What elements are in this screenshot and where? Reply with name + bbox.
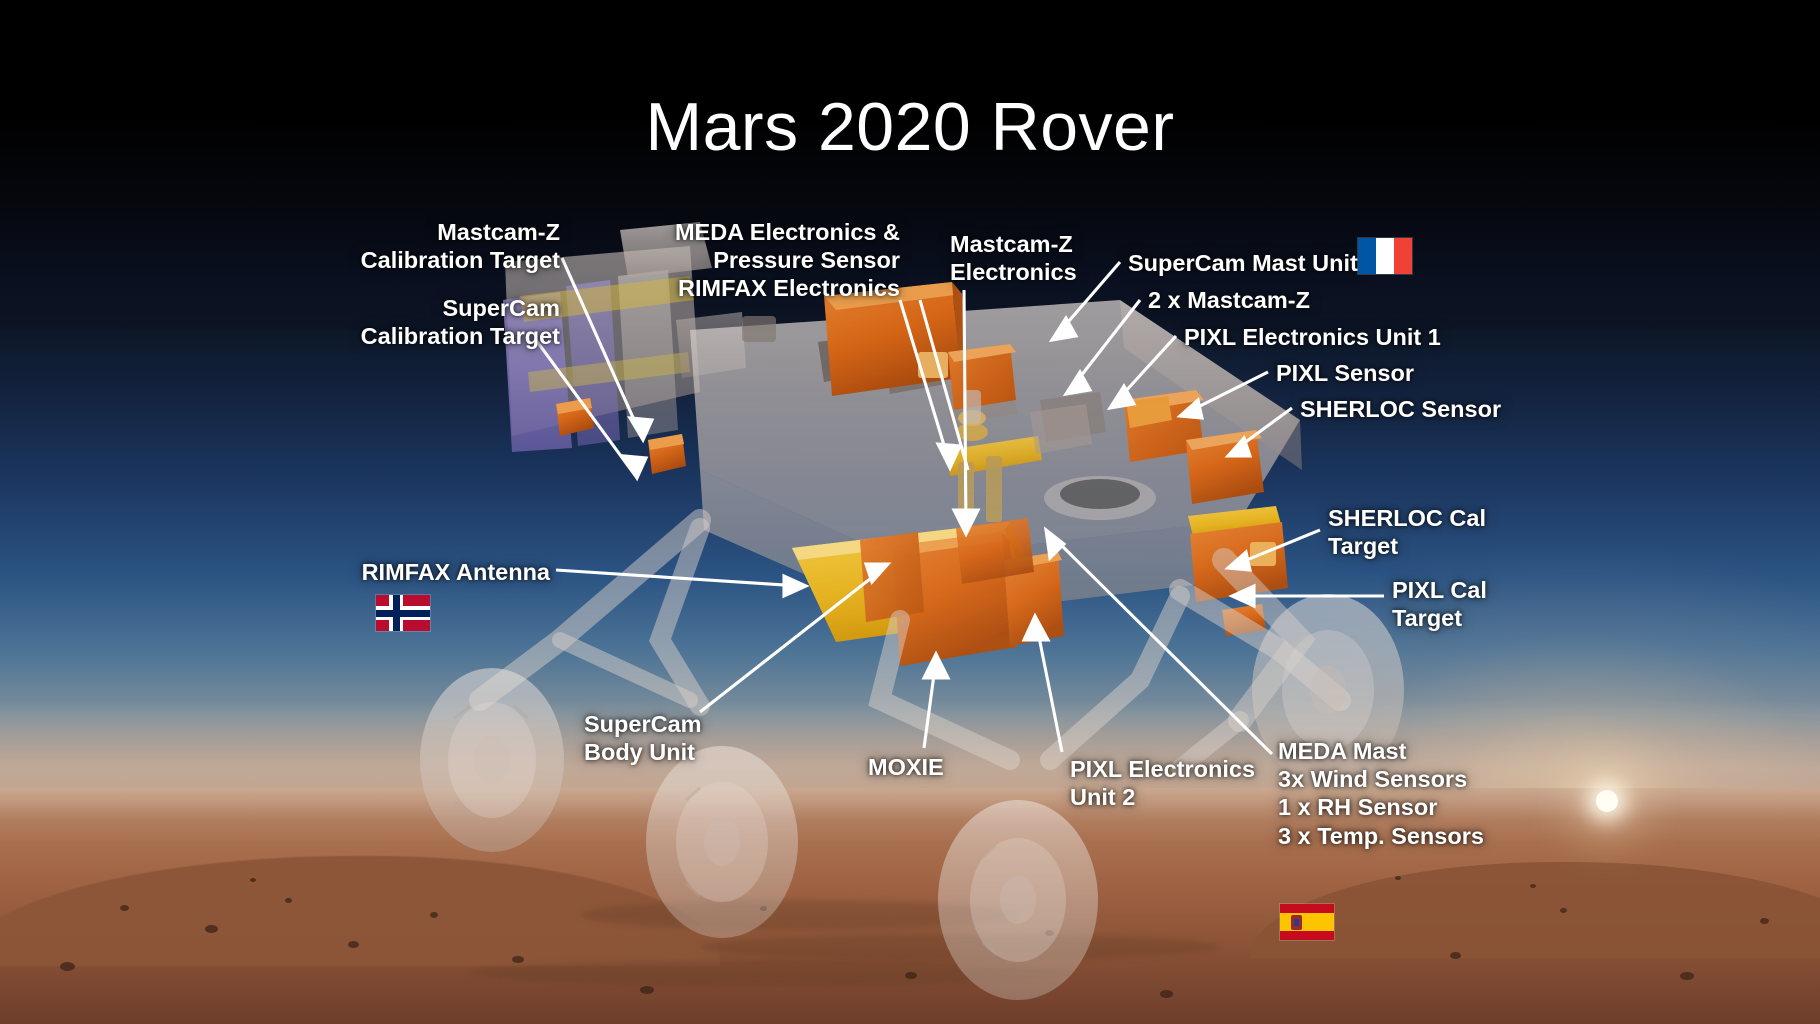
arrow-sherloc-sensor [1224, 434, 1253, 458]
callout-mastcam-z-calibration-target: Mastcam-Z Calibration Target [360, 219, 560, 274]
arrow-supercam-cal-target [621, 454, 649, 482]
rover-chassis [420, 222, 1404, 1000]
callout-pixl-cal-target: PIXL Cal Target [1392, 577, 1487, 632]
instrument-supercam-body-unit [860, 532, 924, 622]
page-title: Mars 2020 Rover [645, 89, 1175, 165]
callout-sherloc-sensor: SHERLOC Sensor [1300, 396, 1502, 422]
callout-meda-mast: MEDA Mast 3x Wind Sensors 1 x RH Sensor … [1278, 738, 1484, 849]
callout-sherloc-cal-target: SHERLOC Cal Target [1328, 505, 1486, 560]
arrow-mastcam-z-cal-target [627, 416, 655, 444]
instrument-pixl-cal-target [1222, 604, 1266, 636]
callout-mastcam-z-electronics: Mastcam-Z Electronics [950, 231, 1077, 286]
callout-supercam-calibration-target: SuperCam Calibration Target [360, 295, 560, 350]
leader-pixl-electronics-unit-2 [1034, 621, 1064, 753]
flag-france-icon [1358, 238, 1412, 274]
leader-supercam-cal-target [534, 339, 639, 479]
leader-rimfax-electronics [918, 299, 970, 471]
arrow-moxie [921, 650, 951, 680]
leader-mastcam-z-cal-target [560, 257, 645, 441]
arrow-pixl-electronics-unit-2 [1021, 612, 1051, 642]
leader-mastcam-z-electronics [962, 289, 968, 531]
arrow-meda-rimfax [935, 442, 963, 472]
callout-pixl-sensor: PIXL Sensor [1276, 360, 1415, 386]
callout-leader-lines [534, 257, 1384, 756]
arrow-pixl-electronics-unit-1 [1106, 382, 1137, 411]
arrow-sherloc-cal-target [1224, 549, 1252, 572]
leader-meda-mast [1048, 532, 1274, 756]
arrow-supercam-mast-unit [1048, 314, 1079, 343]
callout-supercam-body-unit: SuperCam Body Unit [584, 711, 702, 766]
sun-icon [1596, 790, 1618, 812]
arrow-supercam-body-unit [863, 562, 892, 586]
arrow-pixl-sensor [1176, 397, 1204, 420]
instrument-mastcam-z-electronics [948, 344, 1016, 410]
instrument-pixl-sensor [1126, 396, 1172, 428]
instrument-sherloc-sensor [1186, 430, 1264, 504]
callout-pixl-electronics-unit-2: PIXL Electronics Unit 2 [1070, 756, 1256, 811]
flag-spain-icon [1280, 904, 1334, 940]
callout-pixl-electronics-unit-1: PIXL Electronics Unit 1 [1184, 324, 1441, 350]
rover-mast-assembly [946, 390, 1092, 584]
arrow-mastcam-z-electronics [951, 508, 981, 538]
arrow-2x-mastcam-z [1062, 368, 1093, 397]
arrow-rimfax-antenna [782, 573, 810, 599]
arrow-meda-mast [1043, 526, 1067, 562]
callout-2x-mastcam-z: 2 x Mastcam-Z [1148, 287, 1310, 313]
callout-supercam-mast-unit: SuperCam Mast Unit [1128, 250, 1358, 276]
flag-norway-icon [376, 595, 430, 631]
arrow-pixl-cal-target [1228, 583, 1256, 609]
callout-meda-rimfax-electronics: MEDA Electronics & Pressure Sensor RIMFA… [674, 219, 900, 302]
callout-moxie: MOXIE [868, 754, 944, 780]
distant-terrain-haze [0, 788, 1820, 842]
leader-rimfax-antenna [555, 568, 801, 588]
instrument-mastcam-z-cal-target [648, 434, 686, 474]
leader-supercam-body-unit [699, 566, 885, 714]
rover-wheels [420, 594, 1404, 1000]
leader-meda-rimfax [898, 299, 952, 466]
callout-rimfax-antenna: RIMFAX Antenna [361, 559, 550, 585]
